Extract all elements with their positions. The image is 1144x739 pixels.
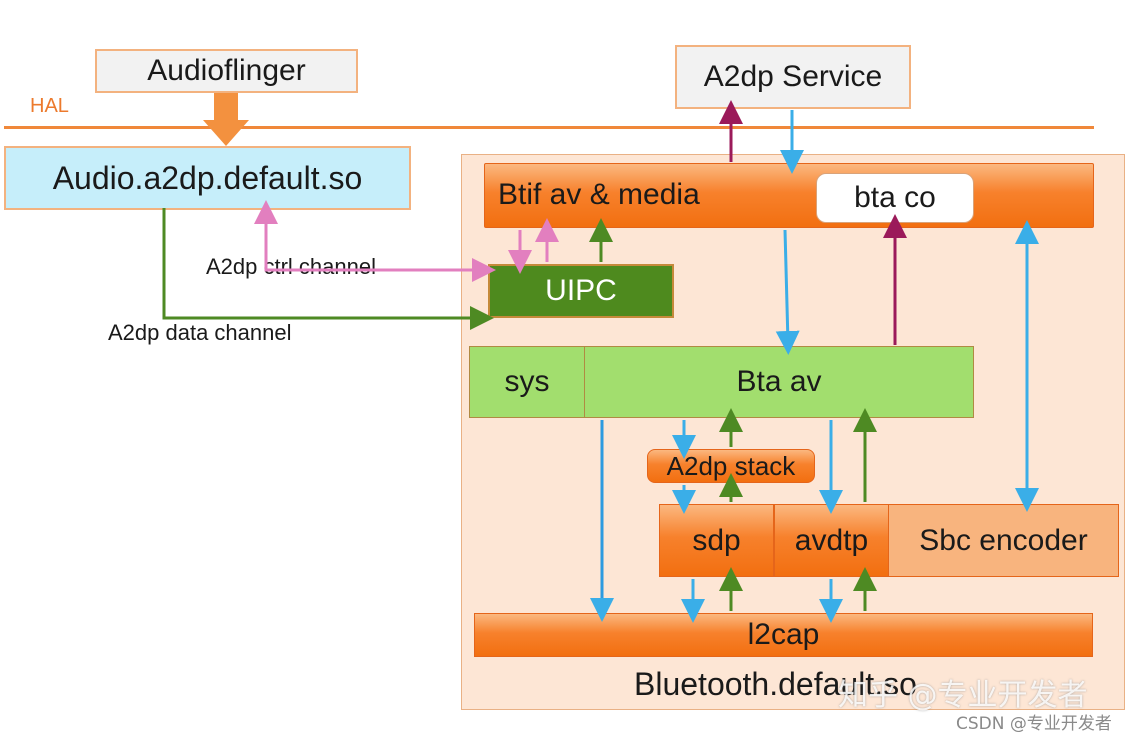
a2dp-service-label: A2dp Service (703, 60, 883, 93)
audio-a2dp-so-box: Audio.a2dp.default.so (4, 146, 411, 210)
bluetooth-so-label: Bluetooth.default.so (634, 666, 917, 702)
sbc-encoder-box: Sbc encoder (888, 504, 1119, 577)
audioflinger-label: Audioflinger (147, 54, 306, 87)
a2dp-service-box: A2dp Service (675, 45, 911, 109)
hal-label: HAL (30, 95, 69, 117)
bta-co-label: bta co (854, 181, 936, 214)
ctrl-channel-arrow (254, 200, 496, 282)
l2cap-box: l2cap (474, 613, 1093, 657)
uipc-label: UIPC (545, 274, 617, 307)
hal-divider-line (4, 126, 1094, 129)
data-channel-arrow (162, 208, 494, 330)
sdp-label: sdp (692, 523, 741, 557)
btif-av-media-label: Btif av & media (498, 178, 700, 211)
bta-av-box: Bta av (584, 346, 974, 418)
a2dp-data-channel-label: A2dp data channel (108, 320, 292, 345)
btif-bta-av-blue-down (775, 229, 800, 355)
watermark-main: 知乎 @专业开发者 (838, 678, 1088, 713)
bta-av-label: Bta av (736, 365, 822, 398)
watermark-sub: CSDN @专业开发者 (956, 714, 1112, 734)
audioflinger-down-arrow (203, 93, 249, 146)
audioflinger-box: Audioflinger (95, 49, 358, 93)
l2cap-label: l2cap (747, 618, 820, 651)
audio-a2dp-so-label: Audio.a2dp.default.so (52, 159, 363, 196)
sdp-box: sdp (659, 504, 774, 577)
sbc-encoder-label: Sbc encoder (919, 523, 1088, 557)
avdtp-label: avdtp (794, 523, 869, 557)
sys-label: sys (504, 365, 550, 398)
sys-box: sys (469, 346, 585, 418)
avdtp-box: avdtp (774, 504, 889, 577)
